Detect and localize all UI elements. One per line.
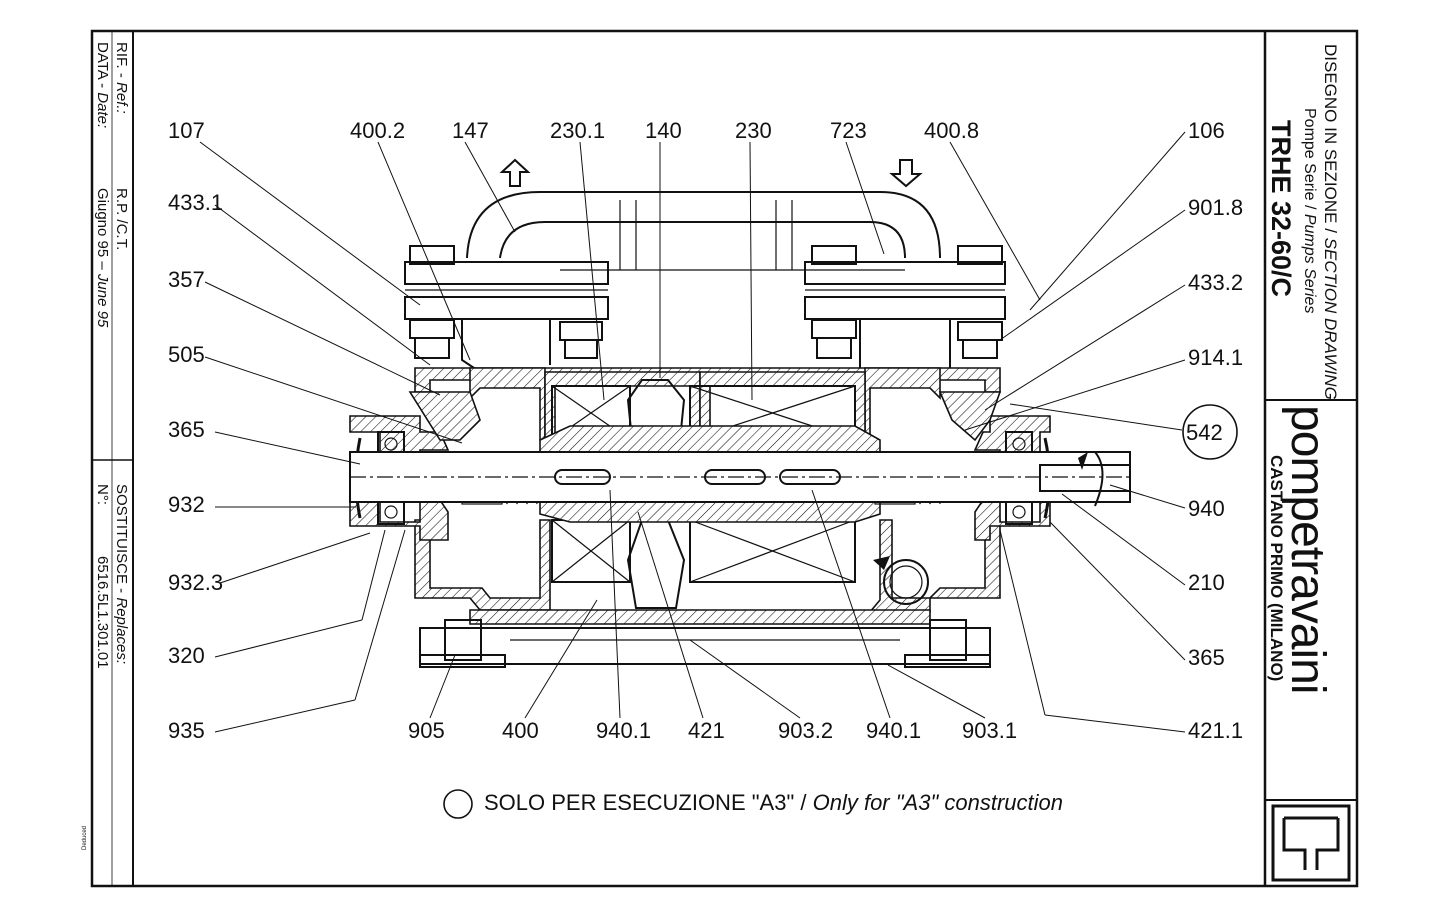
label-421: 421	[688, 718, 725, 743]
date-label-it: DATA -	[94, 42, 111, 88]
label-400-8: 400.8	[924, 118, 979, 143]
label-903-2: 903.2	[778, 718, 833, 743]
svg-text:DATA - Date:: DATA - Date:	[94, 42, 111, 128]
date-label-en: Date:	[94, 92, 111, 128]
label-230: 230	[735, 118, 772, 143]
svg-text:Giugno 95 – June 95: Giugno 95 – June 95	[94, 188, 111, 328]
sheet-border	[90, 29, 1359, 888]
leader-lines	[199, 131, 1186, 733]
label-365-left: 365	[168, 417, 205, 442]
label-107: 107	[168, 118, 205, 143]
label-914-1: 914.1	[1188, 345, 1243, 370]
label-932-3: 932.3	[168, 570, 223, 595]
label-903-1: 903.1	[962, 718, 1017, 743]
note-text-it: SOLO PER ESECUZIONE "A3" /	[484, 790, 807, 815]
replaces-label-en: Replaces:	[113, 597, 130, 664]
ref-value: R.P. /C.T.	[113, 188, 130, 250]
label-433-1: 433.1	[168, 190, 223, 215]
part-labels: 107 400.2 147 230.1 140 230 723 400.8 10…	[168, 118, 1243, 743]
label-940: 940	[1188, 496, 1225, 521]
svg-text:RIF. - Ref.:: RIF. - Ref.:	[113, 42, 130, 114]
label-901-8: 901.8	[1188, 195, 1243, 220]
drawing-type-it: DISEGNO IN SEZIONE /	[1321, 44, 1340, 233]
label-940-1-b: 940.1	[866, 718, 921, 743]
note-text-en: Only for "A3" construction	[813, 790, 1063, 815]
note-circle-symbol	[443, 789, 473, 819]
drawing-type-en: SECTION DRAWING	[1321, 238, 1340, 400]
inlet-arrow	[889, 159, 923, 188]
label-932: 932	[168, 492, 205, 517]
label-505: 505	[168, 342, 205, 367]
label-140: 140	[645, 118, 682, 143]
company-logo-mark	[1271, 804, 1351, 882]
series-en: Pumps Series	[1301, 214, 1318, 314]
label-400-2: 400.2	[350, 118, 405, 143]
label-230-1: 230.1	[550, 118, 605, 143]
pump-cross-section	[349, 158, 1131, 668]
svg-text:DISEGNO IN SEZIONE / SECTION D: DISEGNO IN SEZIONE / SECTION DRAWING	[1321, 44, 1340, 400]
company-location: CASTANO PRIMO (MILANO)	[1267, 455, 1286, 681]
svg-text:SOLO PER ESECUZIONE "A3" / Onl: SOLO PER ESECUZIONE "A3" / Only for "A3"…	[484, 790, 1063, 815]
svg-text:Pompe Serie / Pumps Series: Pompe Serie / Pumps Series	[1301, 108, 1318, 313]
model-code: TRHE 32-60/C	[1266, 120, 1296, 297]
ref-label-en: Ref.:	[113, 82, 130, 114]
label-421-1: 421.1	[1188, 718, 1243, 743]
label-106: 106	[1188, 118, 1225, 143]
label-365-right: 365	[1188, 645, 1225, 670]
series-it: Pompe Serie /	[1301, 108, 1318, 210]
label-905: 905	[408, 718, 445, 743]
svg-text:SOSTITUISCE - Replaces:: SOSTITUISCE - Replaces:	[113, 484, 130, 664]
ref-label-it: RIF. -	[113, 42, 130, 78]
brand-logo-text: pompetravaini	[1281, 405, 1334, 694]
no-label: N°:	[94, 484, 111, 505]
label-147: 147	[452, 118, 489, 143]
label-400: 400	[502, 718, 539, 743]
optional-part-circle-542	[1182, 404, 1238, 460]
label-542: 542	[1186, 420, 1223, 445]
label-210: 210	[1188, 570, 1225, 595]
label-357: 357	[168, 267, 205, 292]
replaces-value: 6516.5L1.301.01	[94, 556, 111, 669]
date-value-it: Giugno 95 –	[94, 188, 111, 270]
label-433-2: 433.2	[1188, 270, 1243, 295]
label-935: 935	[168, 718, 205, 743]
outlet-arrow	[499, 158, 531, 187]
label-320: 320	[168, 643, 205, 668]
label-940-1-a: 940.1	[596, 718, 651, 743]
tiny-note: Deduced	[82, 826, 88, 850]
date-value-en: June 95	[94, 273, 111, 328]
label-723: 723	[830, 118, 867, 143]
replaces-label-it: SOSTITUISCE -	[113, 484, 130, 593]
